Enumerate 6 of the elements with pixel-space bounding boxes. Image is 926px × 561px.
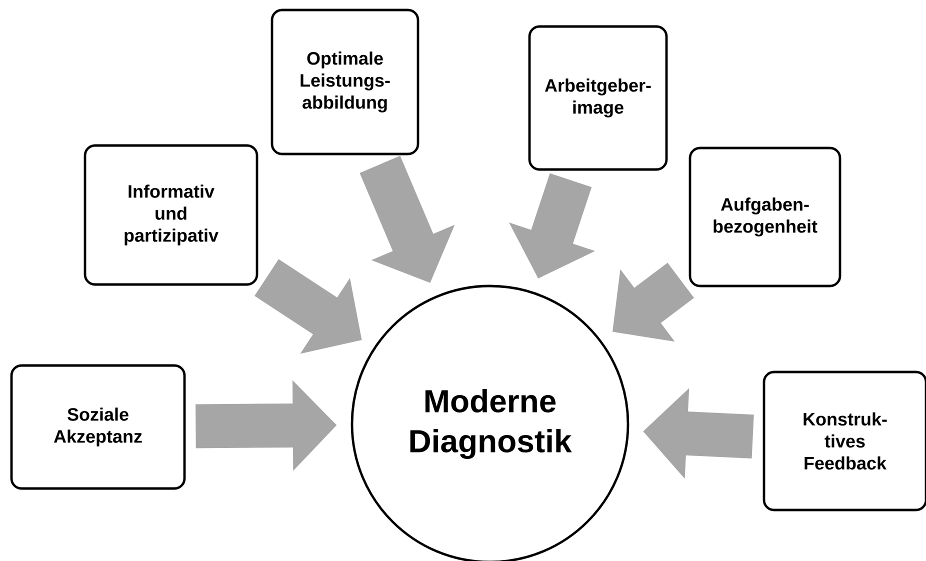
rounded-box: Soziale Akzeptanz	[10, 364, 186, 490]
rounded-box: Arbeitgeber- image	[528, 25, 668, 171]
rounded-box: Informativ und partizipativ	[84, 144, 258, 286]
rounded-box: Aufgaben- bezogenheit	[688, 146, 842, 288]
rounded-box: Konstruk- tives Feedback	[762, 370, 926, 512]
rounded-box: Optimale Leistungs- abbildung	[270, 8, 420, 156]
